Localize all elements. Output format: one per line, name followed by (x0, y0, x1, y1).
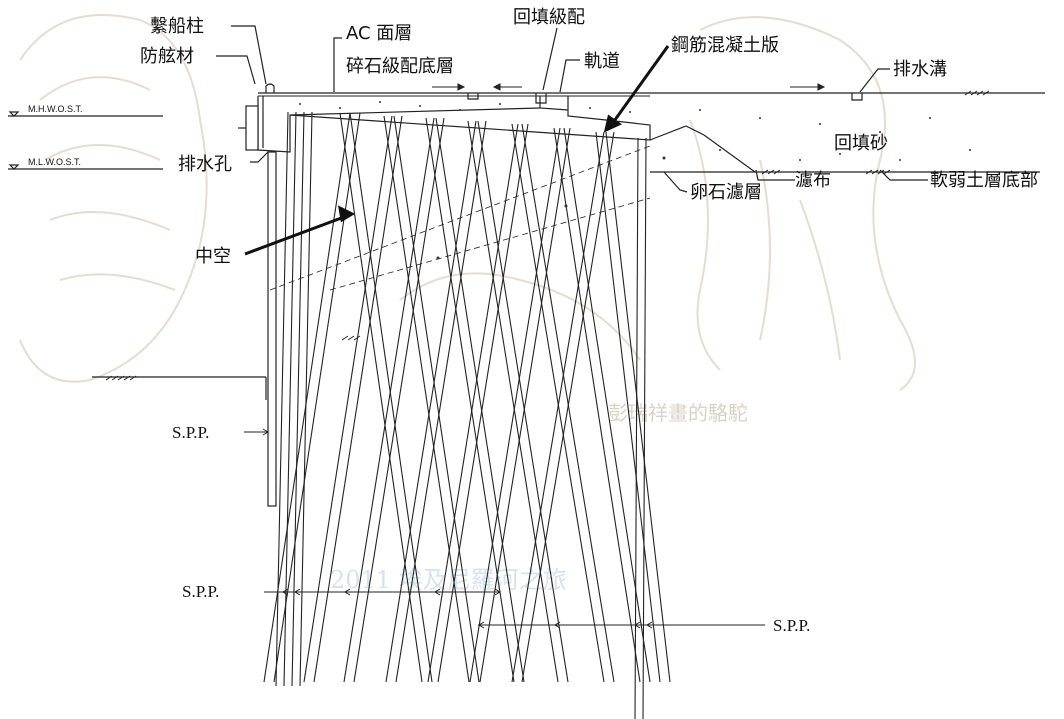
drain-ditch-label: 排水溝 (893, 59, 947, 80)
backfill-grading-label: 回填級配 (513, 7, 585, 28)
leader-lines (216, 25, 928, 193)
mlwost-label: M.L.W.O.S.T. (28, 157, 81, 167)
backfill-speckles (299, 101, 971, 260)
mooring-post-label: 繫船柱 (150, 16, 204, 37)
spp-label-3: S.P.P. (773, 616, 810, 635)
fender-label: 防舷材 (140, 46, 194, 67)
mhwost-label: M.H.W.O.S.T. (28, 104, 83, 114)
drain-ditch (851, 93, 863, 101)
gravel-base-label: 碎石級配底層 (346, 56, 454, 77)
bold-arrows (244, 45, 670, 256)
rail-label: 軌道 (584, 51, 620, 72)
rc-slab-label: 鋼筋混凝土版 (671, 35, 779, 56)
backfill-sand-label: 回填砂 (834, 133, 888, 154)
hollow-label: 中空 (195, 246, 231, 267)
seabed (92, 376, 267, 400)
spp-label-1: S.P.P. (172, 423, 209, 442)
background-watermark-art (19, 14, 916, 391)
batter-piles (263, 111, 671, 719)
rc-slab-body (257, 96, 651, 153)
filter-cloth-label: 濾布 (795, 170, 831, 191)
rail-marks (467, 93, 547, 104)
ground-hatches (105, 90, 990, 381)
soft-soil-bottom-label: 軟弱土層底部 (930, 170, 1038, 191)
ac-surface-label: AC 面層 (346, 23, 412, 44)
drain-hole-label: 排水孔 (178, 154, 232, 175)
mooring-post (265, 83, 275, 93)
water-levels (8, 111, 163, 170)
pebble-filter-label: 卵石濾層 (690, 182, 762, 203)
flow-arrows (432, 83, 826, 91)
watermark-caption: 彭瑞祥畫的駱駝 (608, 401, 748, 425)
spp-dimension-lines (244, 428, 765, 629)
ground-surface (258, 92, 1045, 97)
backfill-slope (269, 125, 1040, 291)
front-sheet-pile (267, 151, 277, 507)
fender (238, 105, 259, 151)
spp-label-2: S.P.P. (182, 582, 219, 601)
